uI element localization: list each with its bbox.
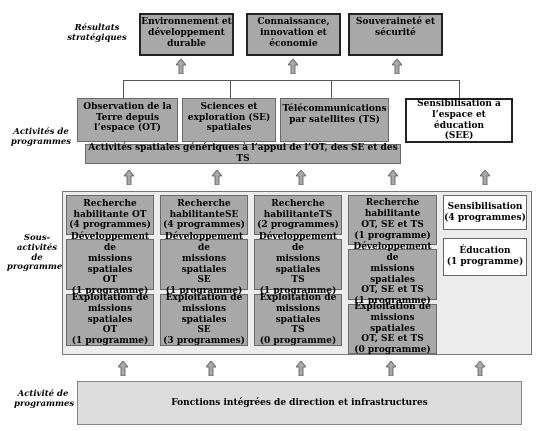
arrow-up-icon — [392, 59, 402, 74]
integrated-functions-infrastructure: Fonctions intégrées de direction et infr… — [77, 381, 522, 425]
arrow-up-icon — [480, 170, 490, 185]
sub-activity-se-operations: Exploitation de missions spatiales SE (3… — [160, 293, 248, 346]
sub-activity-ot-operations: Exploitation de missions spatiales OT (1… — [66, 293, 154, 346]
sub-activity-se-development: Développement de missions spatiales SE (… — [160, 232, 248, 296]
activity-telecommunications: Télécommunications par satellites (TS) — [280, 98, 389, 142]
sub-activity-ts-research: Recherche habilitanteTS (2 programmes) — [254, 195, 342, 235]
arrow-up-icon — [288, 59, 298, 74]
sub-activity-awareness: Sensibilisation (4 programmes) — [443, 195, 527, 230]
arrow-up-icon — [212, 170, 222, 185]
arrow-up-icon — [206, 361, 216, 376]
activity-generic-space: Activités spatiales génériques à l’appui… — [85, 143, 401, 164]
sub-activity-ot-development: Développement de missions spatiales OT (… — [66, 232, 154, 296]
connector-vertical — [459, 80, 460, 98]
sub-activity-education: Éducation (1 programme) — [443, 238, 527, 276]
sub-activity-generic-operations: Exploitation de missions spatiales OT, S… — [348, 302, 437, 355]
arrow-up-icon — [118, 361, 128, 376]
sub-activity-ts-operations: Exploitation de missions spatiales TS (0… — [254, 293, 342, 346]
activity-space-science: Sciences et exploration (SE) spatiales — [182, 98, 276, 142]
sub-activity-se-research: Recherche habilitanteSE (4 programmes) — [160, 195, 248, 235]
connector-vertical — [331, 80, 332, 98]
connector-horizontal — [123, 80, 459, 81]
arrow-up-icon — [176, 59, 186, 74]
sub-activity-ot-research: Recherche habilitante OT (4 programmes) — [66, 195, 154, 235]
sub-activity-generic-development: Développement de missions spatiales OT, … — [348, 242, 437, 306]
strategic-result-environment: Environnement et développement durable — [139, 13, 234, 56]
strategic-result-sovereignty: Souveraineté et sécurité — [348, 13, 443, 56]
arrow-up-icon — [296, 361, 306, 376]
arrow-up-icon — [386, 361, 396, 376]
label-program-activity: Activité de programmes — [14, 389, 75, 409]
connector-vertical — [123, 80, 124, 98]
arrow-up-icon — [475, 361, 485, 376]
label-strategic-results: Résultats stratégiques — [67, 23, 127, 43]
sub-activity-generic-research: Recherche habilitante OT, SE et TS (1 pr… — [348, 195, 437, 245]
activity-awareness-education: Sensibilisation à l’espace et éducation … — [405, 98, 513, 143]
arrow-up-icon — [124, 170, 134, 185]
connector-vertical — [230, 80, 231, 98]
sub-activity-ts-development: Développement de missions spatiales TS (… — [254, 232, 342, 296]
arrow-up-icon — [388, 170, 398, 185]
activity-earth-observation: Observation de la Terre depuis l’espace … — [77, 98, 178, 142]
label-sub-activities: Sous-activités de programmes — [6, 233, 68, 273]
label-program-activities: Activités de programmes — [10, 127, 72, 147]
strategic-result-knowledge: Connaissance, innovation et économie — [246, 13, 341, 56]
arrow-up-icon — [296, 170, 306, 185]
